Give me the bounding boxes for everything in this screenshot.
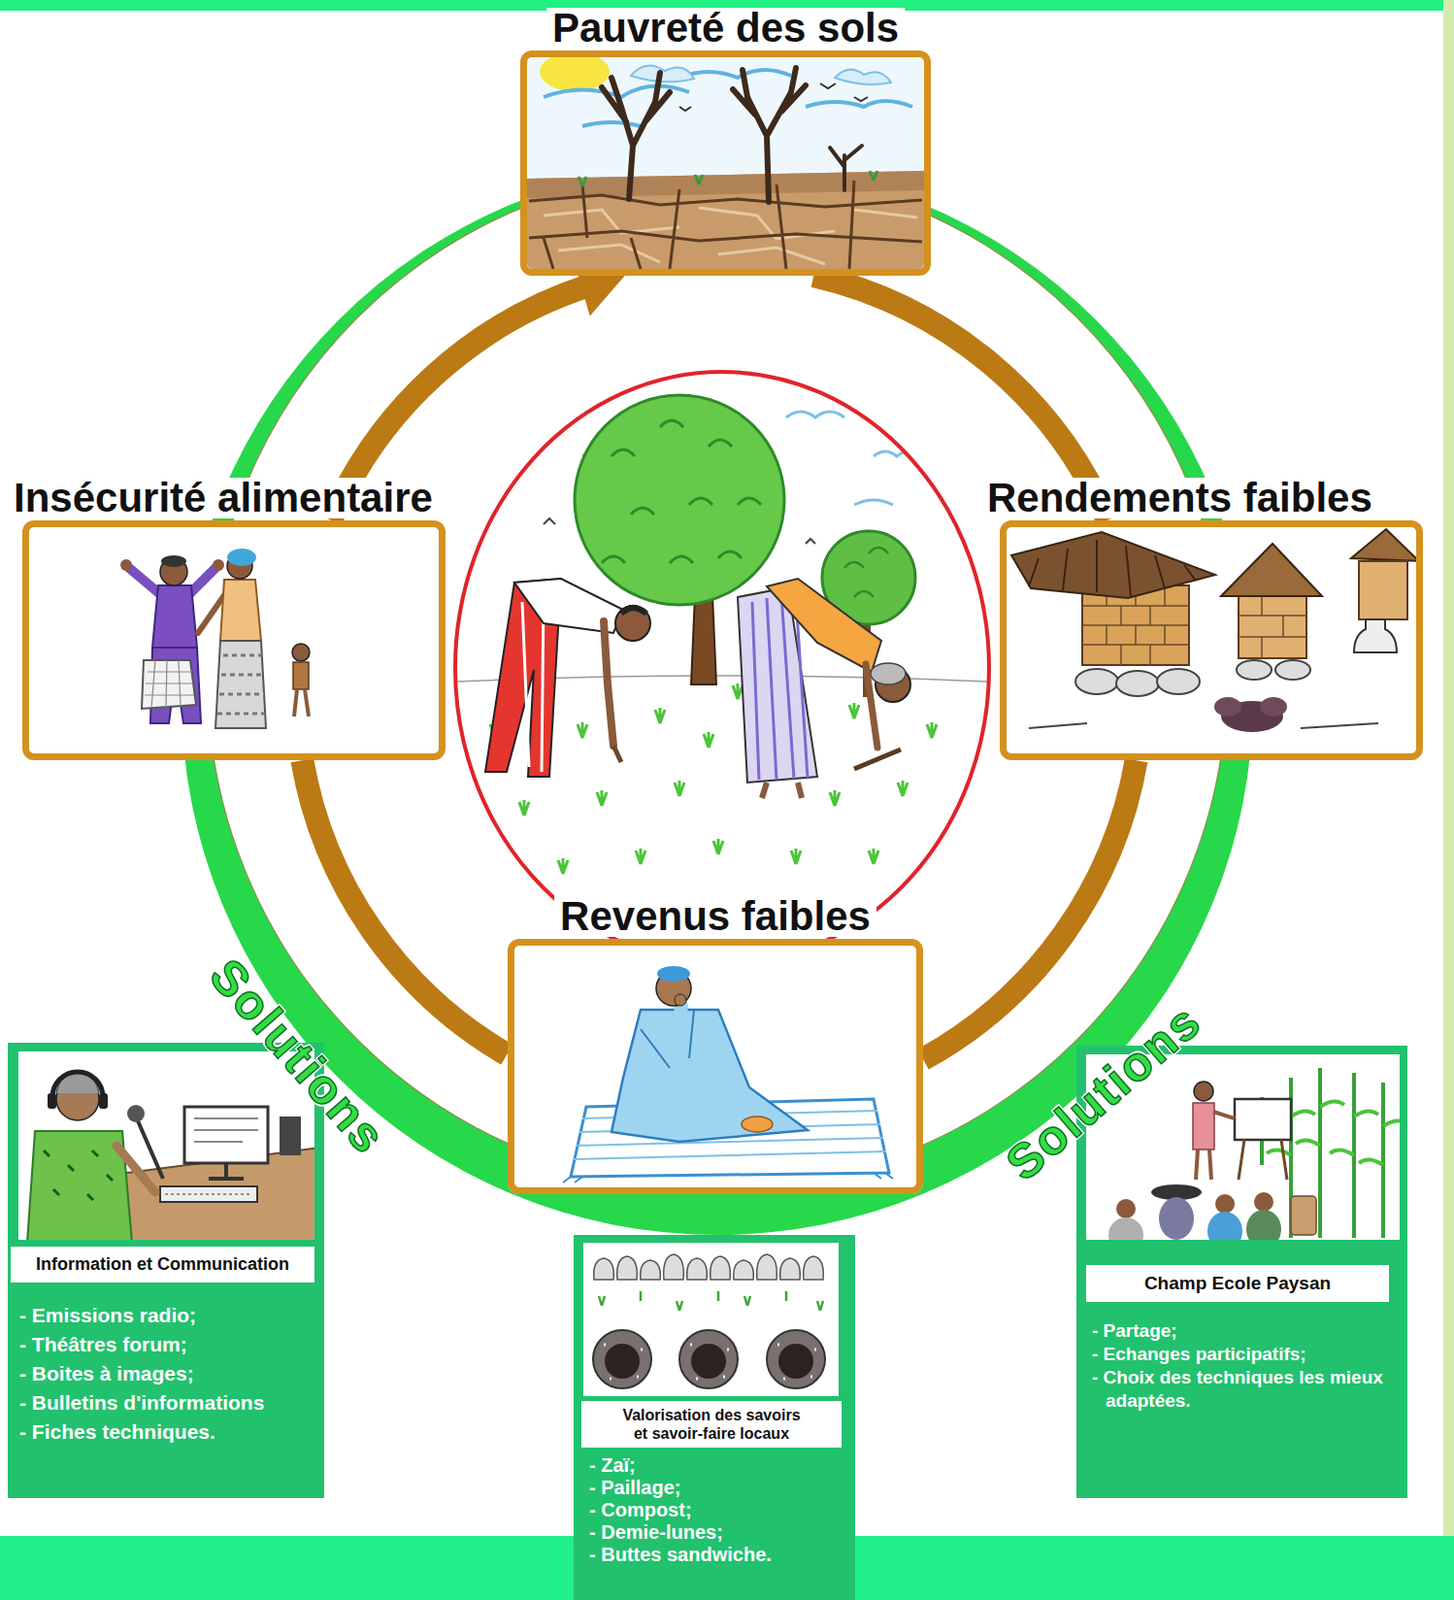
box-heading: Rendements faibles (981, 477, 1379, 519)
cycle-arrow (923, 760, 1137, 1059)
solutions-label: Solutions (996, 993, 1212, 1190)
list-item: - Théâtres forum; (19, 1329, 317, 1359)
item-list: - Partage;- Echanges participatifs;- Cho… (1091, 1319, 1400, 1413)
radio-picture (27, 1071, 315, 1240)
central-ellipse (455, 371, 990, 964)
list-item: - Choix des techniques les mieux adaptée… (1091, 1365, 1400, 1413)
box-heading: Insécurité alimentaire (7, 477, 439, 519)
problem-box: Insécurité alimentaire (22, 520, 446, 761)
list-item: - Echanges participatifs; (1091, 1342, 1400, 1366)
problem-box: Pauvreté des sols (520, 50, 931, 276)
list-item: - Fiches techniques. (19, 1417, 317, 1447)
cycle-arrow (301, 760, 507, 1055)
panel-title: Information et Communication (10, 1246, 315, 1283)
solution-panel: Valorisation des savoirs et savoir-faire… (573, 1234, 856, 1600)
item-list: - Emissions radio;- Théâtres forum;- Boi… (19, 1300, 317, 1447)
dry-soil-picture (527, 57, 925, 269)
box-heading: Revenus faibles (554, 895, 877, 937)
box-heading: Pauvreté des sols (546, 7, 905, 49)
list-item: - Paillage; (589, 1476, 848, 1499)
solutions-label: Solutions (199, 949, 397, 1164)
list-item: - Boites à images; (19, 1358, 317, 1388)
list-item: - Demie-lunes; (589, 1520, 848, 1544)
zai-picture (593, 1254, 826, 1388)
field-school-picture (1108, 1067, 1400, 1240)
solution-panel: Information et Communication - Emissions … (7, 1042, 325, 1498)
low-income-picture (562, 965, 893, 1183)
box-grounds (7, 50, 1423, 1600)
cycle-arc (923, 760, 1137, 1059)
list-item: - Partage; (1091, 1319, 1400, 1343)
list-item: - Compost; (589, 1498, 848, 1521)
food-insecurity-picture (120, 548, 310, 728)
side-band (1443, 0, 1454, 1600)
list-item: - Emissions radio; (19, 1300, 317, 1330)
problem-box: Revenus faibles (507, 938, 924, 1194)
problem-box: Rendements faibles (999, 520, 1423, 761)
solution-panel: Champ Ecole Paysan - Partage;- Echanges p… (1076, 1045, 1408, 1498)
list-item: - Zaï; (589, 1454, 848, 1477)
list-item: - Buttes sandwiche. (589, 1543, 848, 1566)
item-list: - Zaï;- Paillage;- Compost;- Demie-lunes… (589, 1454, 848, 1566)
cycle-arc (301, 760, 507, 1055)
low-yield-picture (1011, 528, 1417, 732)
central-illustration (455, 371, 990, 964)
list-item: - Bulletins d'informations (19, 1387, 317, 1418)
panel-title: Champ Ecole Paysan (1086, 1264, 1389, 1302)
panel-title: Valorisation des savoirs et savoir-faire… (581, 1400, 842, 1448)
